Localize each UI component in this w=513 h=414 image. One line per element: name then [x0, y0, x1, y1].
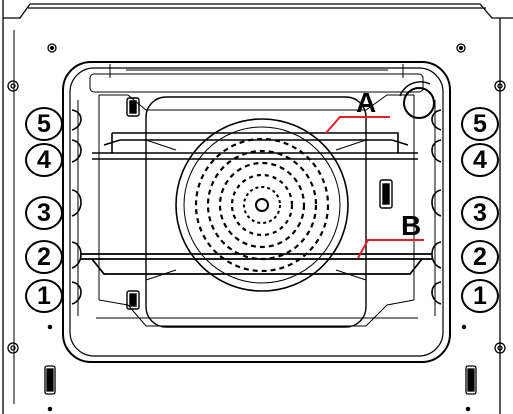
door-hinge-slots — [44, 365, 477, 395]
shelf-number-left-3: 3 — [25, 196, 63, 230]
shelf-number-right-5: 5 — [461, 107, 499, 141]
pointer-a — [325, 116, 390, 134]
shelf-number-right-1: 1 — [461, 279, 499, 313]
shelf-number-right-3: 3 — [461, 196, 499, 230]
oven-lamp — [399, 81, 435, 119]
pointer-b — [357, 239, 424, 259]
shelf-support-rails — [71, 100, 442, 316]
accessory-label-b: B — [401, 210, 422, 241]
shelf-number-left-2: 2 — [25, 240, 63, 274]
side-panel-lines — [13, 30, 501, 404]
shelf-number-right-2: 2 — [461, 240, 499, 274]
fan-cover — [175, 118, 349, 292]
screw-icons — [7, 43, 506, 412]
cavity-inner-outline — [69, 67, 444, 357]
back-panel — [145, 96, 367, 328]
shelf-number-left-1: 1 — [25, 279, 63, 313]
wire-rack-a — [92, 132, 418, 160]
accessory-label-a: A — [356, 87, 377, 118]
callout-pointers — [325, 116, 424, 259]
baking-tray-b — [80, 253, 432, 275]
shelf-number-left-5: 5 — [25, 107, 63, 141]
cavity-top-channel — [89, 73, 424, 93]
shelf-number-right-4: 4 — [461, 143, 499, 177]
shelf-number-left-4: 4 — [25, 143, 63, 177]
cavity-outer-outline — [62, 61, 451, 363]
side-brackets — [126, 97, 393, 310]
